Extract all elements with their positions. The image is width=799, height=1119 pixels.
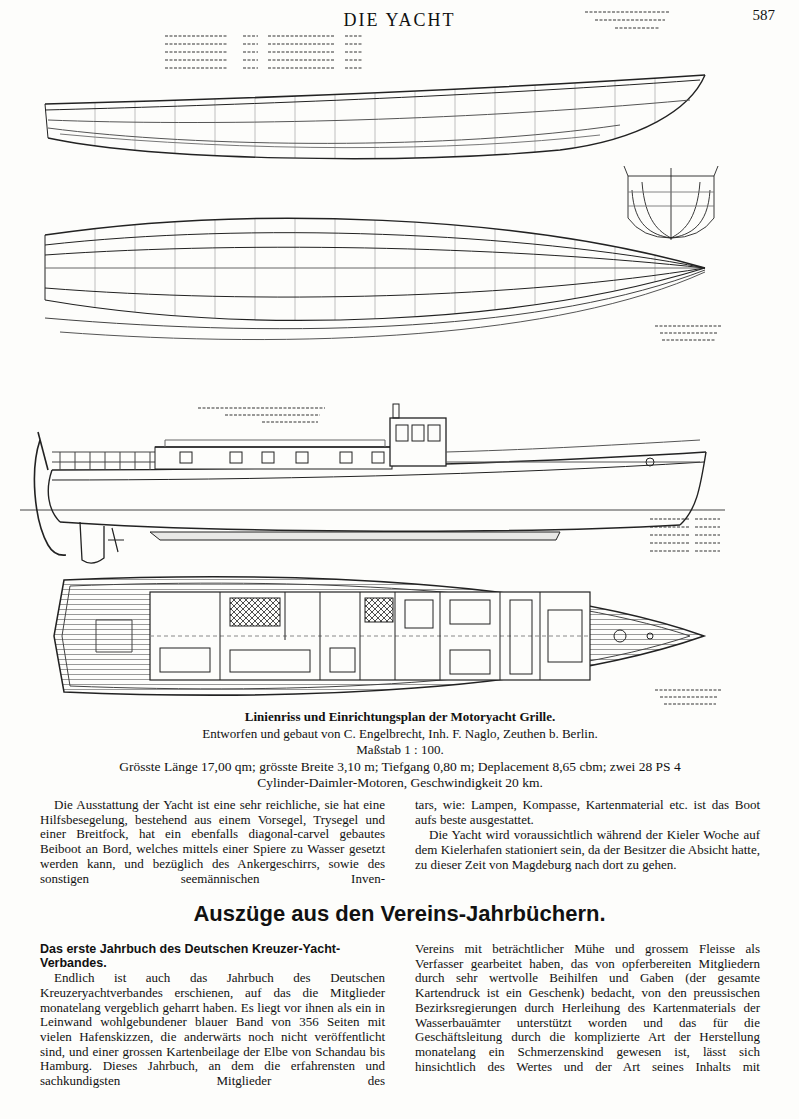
deck-plan: [40, 560, 720, 710]
scale-note: Maßstab 1 : 100.: [100, 743, 700, 758]
specification: Grösste Länge 17,00 qm; grösste Breite 3…: [110, 759, 690, 791]
body-plan: [624, 166, 718, 240]
half-breadth-plan: [45, 200, 705, 340]
page-number: 587: [695, 7, 775, 24]
running-head: DIE YACHT: [0, 10, 799, 30]
sub-heading: Das erste Jahrbuch des Deutschen Kreuzer…: [40, 942, 385, 970]
elevation-drawing: [20, 404, 725, 563]
body-text: Die Ausstattung der Yacht ist eine sehr …: [40, 798, 385, 886]
figure-caption: Linienriss und Einrichtungsplan der Moto…: [100, 710, 700, 725]
body-text: Die Yacht wird voraussichtlich während d…: [415, 828, 760, 872]
body-text: Endlich ist auch das Jahrbuch des Deutsc…: [40, 971, 385, 1089]
section-heading: Auszüge aus den Vereins-Jahrbüchern.: [0, 902, 799, 927]
caption-line: Entworfen und gebaut von C. Engelbrecht,…: [100, 727, 700, 742]
body-text: tars, wie: Lampen, Kompasse, Kartenmater…: [415, 798, 760, 827]
sheer-plan: [45, 60, 705, 170]
body-text: Vereins mit beträchtlicher Mühe und gros…: [415, 942, 760, 1074]
